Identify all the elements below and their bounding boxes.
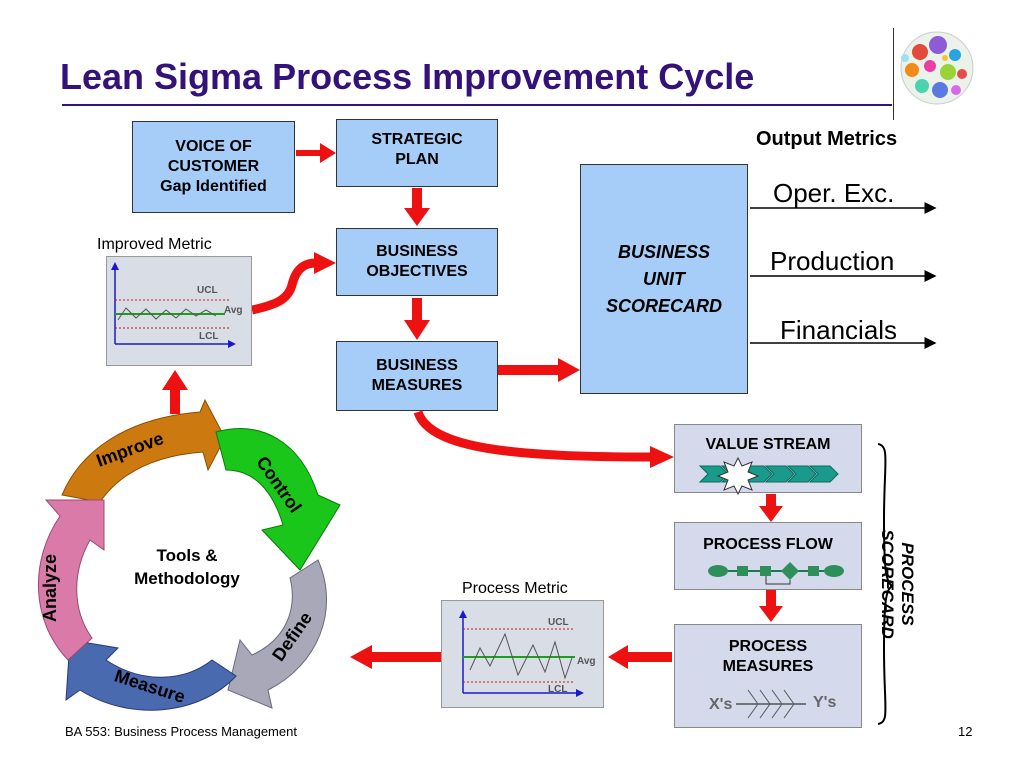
process-scorecard-brace xyxy=(877,443,894,725)
arrow-valuestream-to-flow xyxy=(766,494,776,508)
cycle-center-label: Tools &Methodology xyxy=(134,546,240,588)
process-metric-label: Process Metric xyxy=(462,580,568,597)
arrow-measures-to-scorecard xyxy=(498,365,560,375)
arrow-plan-to-objectives xyxy=(412,188,422,210)
improved-metric-chart xyxy=(106,256,252,366)
burst-icon xyxy=(716,456,760,496)
phase-analyze-label: Analyze xyxy=(40,554,60,622)
process-flow-label: PROCESS FLOW xyxy=(703,536,833,553)
arrow-measures-to-metric xyxy=(626,652,672,662)
process-ucl-label: UCL xyxy=(548,617,569,628)
ys-label: Y's xyxy=(813,694,837,711)
process-avg-label: Avg xyxy=(577,656,596,667)
arrow-improved-to-objectives xyxy=(251,258,317,315)
arrow-cycle-to-improved xyxy=(170,388,180,414)
output-metrics-heading: Output Metrics xyxy=(756,128,898,150)
arrow-flow-to-measures xyxy=(766,590,776,608)
footer-page-number: 12 xyxy=(958,724,973,739)
cycle-improve-arrow xyxy=(61,398,226,503)
header-divider xyxy=(893,28,894,120)
improved-ucl-label: UCL xyxy=(197,285,218,296)
process-flow-box: PROCESS FLOW xyxy=(674,522,862,590)
page-title: Lean Sigma Process Improvement Cycle xyxy=(60,56,755,97)
output-metric-production: Production xyxy=(770,246,895,276)
cycle-control-arrow xyxy=(215,428,341,571)
process-lcl-label: LCL xyxy=(548,684,568,695)
cycle-analyze-arrow xyxy=(37,499,105,661)
improved-lcl-label: LCL xyxy=(199,331,219,342)
arrow-metric-to-cycle xyxy=(370,652,442,662)
cycle-define-arrow xyxy=(227,559,327,709)
cycle-measure-arrow xyxy=(65,639,237,711)
improved-avg-label: Avg xyxy=(224,305,243,316)
title-underline xyxy=(62,104,892,106)
xs-label: X's xyxy=(709,696,733,713)
output-metric-financials: Financials xyxy=(780,315,898,345)
improved-metric-label: Improved Metric xyxy=(97,236,212,253)
value-stream-label: VALUE STREAM xyxy=(705,436,831,453)
output-metric-oper: Oper. Exc. xyxy=(773,178,895,208)
footer-course: BA 553: Business Process Management xyxy=(65,724,297,739)
arrow-measures-to-valuestream xyxy=(413,410,653,462)
arrow-objectives-to-measures xyxy=(412,298,422,322)
